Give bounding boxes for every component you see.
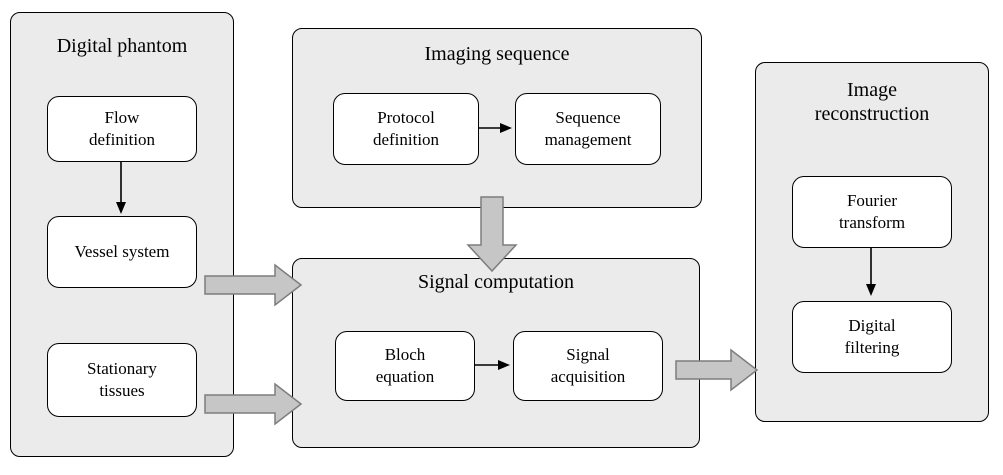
group-title-digital-phantom: Digital phantom [56,35,188,57]
node-label: Protocol definition [372,108,440,149]
node-label: Fourier transform [838,191,906,232]
node-label: Bloch equation [375,345,435,386]
group-digital-phantom: Digital phantom Flow definition Vessel s… [10,12,234,457]
node-label: Flow definition [88,108,156,149]
group-title-image-reconstruction: Image reconstruction [814,79,930,125]
node-sequence-management: Sequence management [515,93,661,165]
node-label: Digital filtering [844,316,900,357]
node-bloch-equation: Bloch equation [335,331,475,401]
node-flow-definition: Flow definition [47,96,197,162]
node-label: Stationary tissues [87,359,157,400]
node-label: Vessel system [74,242,170,262]
node-fourier-transform: Fourier transform [792,176,952,248]
node-signal-acquisition: Signal acquisition [513,331,663,401]
group-signal-computation: Signal computation Bloch equation Signal… [292,258,700,448]
node-stationary-tissues: Stationary tissues [47,343,197,417]
node-digital-filtering: Digital filtering [792,301,952,373]
node-protocol-definition: Protocol definition [333,93,479,165]
node-label: Sequence management [544,108,632,149]
node-label: Signal acquisition [550,345,626,386]
node-vessel-system: Vessel system [47,216,197,288]
group-image-reconstruction: Image reconstruction Fourier transform D… [755,62,989,422]
group-title-signal-computation: Signal computation [417,271,575,293]
group-title-imaging-sequence: Imaging sequence [424,43,570,65]
group-imaging-sequence: Imaging sequence Protocol definition Seq… [292,28,702,208]
